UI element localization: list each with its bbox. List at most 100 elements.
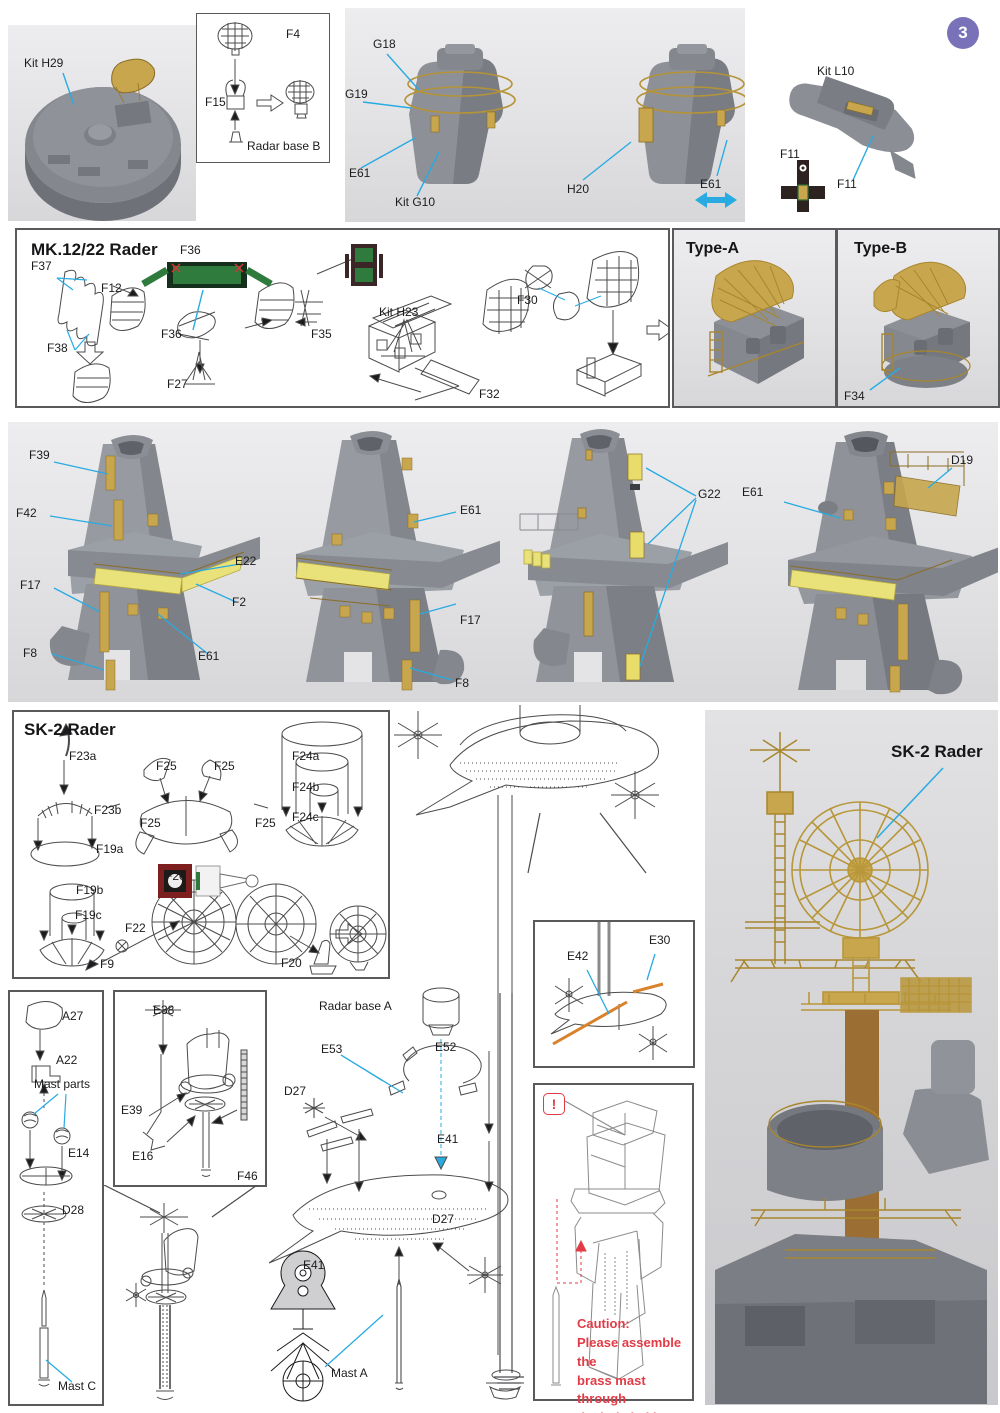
caution-exclamation-icon: ! xyxy=(543,1093,565,1115)
type-b-title: Type-B xyxy=(854,240,908,257)
f35-label: F35 xyxy=(311,327,332,341)
f4-label: F4 xyxy=(286,27,301,41)
f20-pe-photo xyxy=(158,864,259,898)
type-b-box: Type-B F34 xyxy=(836,228,1000,408)
f25-bl-label: F25 xyxy=(140,816,161,830)
f36-pe-photo xyxy=(141,262,273,331)
f24c-label: F24c xyxy=(292,810,319,824)
mast-parts-label: Mast parts xyxy=(34,1077,91,1091)
e61-left-label: E61 xyxy=(349,166,371,180)
f19a-label: F19a xyxy=(96,842,124,856)
e53-label: E53 xyxy=(321,1042,343,1056)
f11-top-label: F11 xyxy=(780,147,800,161)
e22-label: E22 xyxy=(235,554,257,568)
f17-label: F17 xyxy=(460,613,481,627)
f8-label: F8 xyxy=(455,676,470,690)
f20-photo-label: F20 xyxy=(165,869,186,883)
a27-label: A27 xyxy=(62,1009,84,1023)
page-number: 3 xyxy=(958,23,968,42)
flip-direction-arrow xyxy=(695,192,737,208)
photo-sk2-assembled: SK-2 Rader xyxy=(705,710,998,1405)
kit-h29-label: Kit H29 xyxy=(24,56,64,70)
radar-b-detail-box: F4 F15 Radar base B xyxy=(196,13,330,163)
page-number-badge: 3 xyxy=(947,17,979,49)
sk2-assembled-illustration xyxy=(715,732,989,1404)
photo-kit-l10: Kit L10 F11 F11 xyxy=(745,8,998,222)
f11-side-label: F11 xyxy=(837,177,857,191)
sk2-rader-box: SK-2 Rader F23a F23b F19a F25 F25 F25 F2… xyxy=(12,710,390,979)
e61-label: E61 xyxy=(460,503,482,517)
sk2-box-title: SK-2 Rader xyxy=(24,720,116,739)
f36-pe-photo-small xyxy=(345,244,383,286)
g18-label: G18 xyxy=(373,37,396,51)
e14-label: E14 xyxy=(68,1146,90,1160)
radar-base-a-diagram xyxy=(268,987,524,1402)
f19b-label: F19b xyxy=(76,883,104,897)
f23b-label: F23b xyxy=(94,803,122,817)
a22-label: A22 xyxy=(56,1053,78,1067)
mast-c-box: A27 A22 Mast parts E14 D28 Mast C xyxy=(8,990,104,1406)
f2-label: F2 xyxy=(232,595,247,609)
g22-label: G22 xyxy=(698,487,721,501)
f11-pe-part-photo xyxy=(781,160,825,212)
caution-title: Caution: xyxy=(577,1316,630,1331)
photo-tower-3: G22 xyxy=(500,422,740,702)
tower-3-illustration xyxy=(519,429,728,682)
f37-label: F37 xyxy=(31,259,52,273)
f42-label: F42 xyxy=(16,506,37,520)
mast-c-label: Mast C xyxy=(58,1379,97,1393)
f39-label: F39 xyxy=(29,448,50,462)
f36-label: F36 xyxy=(161,327,182,341)
sk2-assembly-diagram xyxy=(30,721,387,975)
caution-box: ! Caution: Please assemble the brass mas… xyxy=(533,1083,694,1413)
caution-text: Caution: Please assemble the brass mast … xyxy=(577,1315,692,1413)
f36-photo-label: F36 xyxy=(180,243,201,257)
f34-label: F34 xyxy=(844,389,865,403)
f38-label: F38 xyxy=(47,341,68,355)
type-a-photo-illustration xyxy=(707,260,805,384)
f8-label: F8 xyxy=(23,646,38,660)
e41-antenna-side-diagram xyxy=(270,1250,336,1402)
mast-c-diagram xyxy=(19,1001,73,1387)
photo-tower-2: E61 F17 F8 xyxy=(260,422,500,702)
e61-right-label: E61 xyxy=(700,177,722,191)
sk2-photo-label: SK-2 Rader xyxy=(891,742,983,761)
f12-label: F12 xyxy=(101,281,122,295)
kit-h23-label: Kit H23 xyxy=(379,305,419,319)
tower-1-illustration xyxy=(49,435,260,691)
kit-g10-parts-illustration xyxy=(360,44,745,208)
f25-tl-label: F25 xyxy=(156,759,177,773)
e41-label: E41 xyxy=(437,1132,459,1146)
e52-label: E52 xyxy=(435,1040,457,1054)
f24a-label: F24a xyxy=(292,749,320,763)
d19-label: D19 xyxy=(951,453,974,467)
e42-e30-diagram xyxy=(550,922,668,1060)
f15-label: F15 xyxy=(205,95,226,109)
kit-l10-part-illustration xyxy=(781,76,916,212)
type-a-title: Type-A xyxy=(686,240,740,257)
f30-label: F30 xyxy=(517,293,538,307)
f17-label: F17 xyxy=(20,578,41,592)
e39-label: E39 xyxy=(121,1103,143,1117)
caution-diagram xyxy=(551,1100,666,1386)
f19c-label: F19c xyxy=(75,908,102,922)
type-b-photo-illustration xyxy=(869,261,971,391)
f25-br-label: F25 xyxy=(255,816,276,830)
h20-label: H20 xyxy=(567,182,590,196)
f22-label: F22 xyxy=(125,921,146,935)
e42-e30-detail-box: E42 E30 xyxy=(533,920,695,1068)
radar-base-b-label: Radar base B xyxy=(247,139,321,153)
f46-label: F46 xyxy=(237,1169,258,1183)
e16-label: E16 xyxy=(132,1149,154,1163)
d28-label: D28 xyxy=(62,1203,85,1217)
f23a-label: F23a xyxy=(69,749,97,763)
radar-base-a-group: Radar base A E53 E52 D27 E41 D27 E41 Mas… xyxy=(263,985,533,1405)
e38-diagram xyxy=(142,1000,248,1177)
radar-b-assembly-diagram xyxy=(217,22,315,143)
photo-kit-g10: G18 G19 E61 Kit G10 H20 E61 xyxy=(345,8,745,222)
f25-tr-label: F25 xyxy=(214,759,235,773)
kit-h29-part-illustration xyxy=(25,58,181,221)
e38-label: E38 xyxy=(153,1003,175,1017)
e42-label: E42 xyxy=(567,949,589,963)
